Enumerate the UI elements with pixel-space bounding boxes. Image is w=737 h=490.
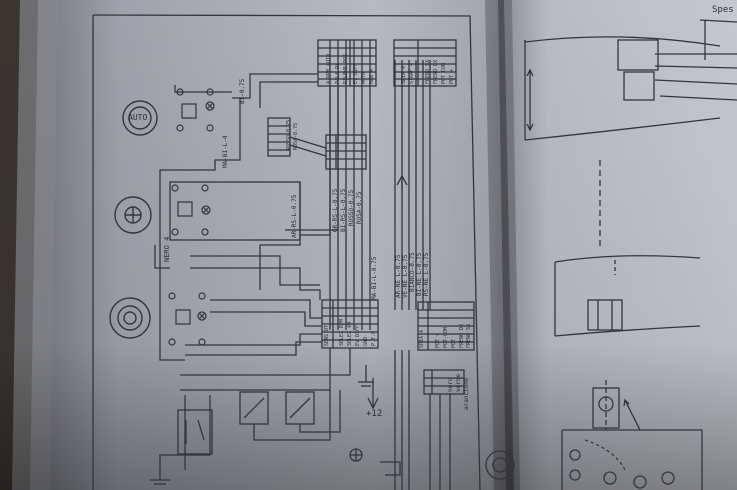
legend-1: verde	[455, 373, 462, 392]
conn-top-right-3: FRENO SX	[425, 59, 431, 84]
conn-bot-right-4: FRENO SX	[466, 323, 472, 348]
label-wire-mid-3: ROSA-0.75	[356, 191, 363, 224]
label-ma-wire: MA-BI-L-4	[222, 135, 229, 168]
conn-bot-left-1: GND	[363, 336, 369, 346]
conn-top-right-1: POT COM	[441, 62, 447, 84]
label-ar-wire: AR-RS-L-0.75	[291, 194, 298, 238]
label-spes: Spes	[712, 5, 734, 15]
legend-0: nero	[447, 377, 454, 392]
switch-blocks	[168, 88, 215, 346]
conn-bot-right-3: FRENO DX	[459, 323, 465, 348]
legend-2: arancione	[463, 377, 470, 410]
label-top-wire: BI-0.75	[239, 78, 246, 104]
conn-top-right-0: POT +	[449, 68, 455, 84]
knob-auto-icon	[122, 100, 158, 136]
conn-top-right-5: SPIA 4	[401, 65, 407, 84]
label-wire-mid-1: BI-RS-L-0.75	[340, 188, 347, 232]
knob-middle-icon	[114, 196, 152, 234]
label-wire-right-4: RS-NE L-0.75	[423, 252, 430, 296]
conn-bot-left-2: EV DIFF	[355, 324, 361, 346]
conn-top-left-0: MAN 4	[369, 68, 375, 84]
conn-top-left-4: PALA DX	[335, 62, 341, 84]
conn-bot-right-1: POT-COM	[443, 326, 449, 348]
label-rosso-top: ROSSO-0.75	[286, 119, 292, 150]
conn-bot-right-0: POT +	[435, 332, 441, 348]
label-wire-mid-0: GR-RS-L-0.75	[332, 188, 339, 232]
mechanical-drawing	[485, 19, 737, 490]
label-ma-right: MA-BI-L-0.75	[371, 256, 378, 300]
conn-bot-left-4: SELEZ RPM	[339, 318, 345, 346]
conn-top-left-3: RILEVE POS	[343, 53, 349, 84]
conn-top-left-5: 4-RPM AUTO	[326, 53, 332, 84]
conn-top-right-2: FRENO DX	[433, 59, 439, 84]
label-rosa-top: ROSA-0.75	[293, 122, 299, 150]
conn-top-left-1: AUTO	[361, 71, 367, 84]
conn-bot-left-5: SENS DT	[324, 324, 330, 346]
knob-bottom-icon	[109, 297, 151, 339]
conn-top-right-4: STRAF 4	[409, 62, 415, 84]
label-auto: AUTO	[128, 113, 148, 122]
conn-top-left-2: EV DIFF	[353, 62, 359, 84]
label-nero4: NERO 4	[163, 236, 171, 262]
conn-bot-left-0: P.T.O	[371, 330, 377, 346]
label-plus12: +12	[366, 409, 383, 419]
conn-bot-right-2: POT -	[451, 332, 457, 348]
conn-bot-left-3: SELEZ 4W	[347, 321, 353, 346]
conn-bot-right-5: SPIA 4	[419, 329, 425, 348]
label-wire-mid-2: ROSSO-0.75	[348, 189, 355, 226]
